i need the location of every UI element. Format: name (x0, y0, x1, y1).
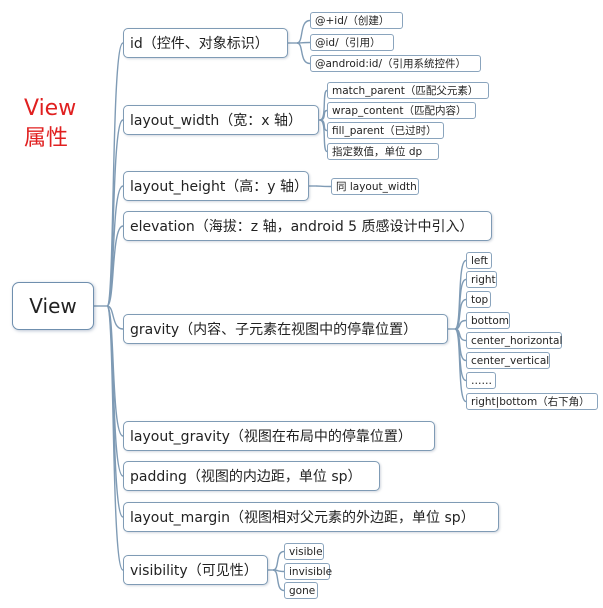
leaf-gravity-left-label: left (471, 254, 489, 267)
connector-leaf-id-android (296, 42, 311, 65)
connector-node-visibility (106, 305, 124, 571)
leaf-visibility-gone-label: gone (289, 584, 316, 597)
leaf-width-dp: 指定数值，单位 dp (327, 143, 439, 160)
leaf-gravity-right-label: right (471, 273, 496, 286)
connector-node-elevation (106, 225, 124, 307)
leaf-width-wrap-content-label: wrap_content（匹配内容） (332, 105, 467, 117)
node-layout-height-label: layout_height（高：y 轴） (130, 179, 309, 195)
leaf-gravity-top-label: top (471, 293, 489, 306)
node-layout-width: layout_width（宽：x 轴） (123, 105, 319, 135)
leaf-width-dp-label: 指定数值，单位 dp (332, 146, 423, 158)
connector-leaf-visibility-visible (272, 550, 285, 571)
leaf-width-fill-parent-label: fill_parent（已过时） (332, 125, 437, 137)
leaf-visibility-invisible-label: invisible (289, 565, 333, 578)
connector-leaf-id-create (296, 19, 311, 44)
connector-leaf-gravity-right-bottom (454, 328, 467, 403)
node-elevation-label: elevation（海拔：z 轴，android 5 质感设计中引入） (130, 219, 474, 235)
connector-leaf-visibility-gone (272, 569, 285, 592)
leaf-gravity-center-vertical-label: center_vertical (471, 354, 550, 367)
leaf-gravity-center-horizontal-label: center_horizontal (471, 334, 563, 347)
leaf-gravity-right-bottom: right|bottom（右下角） (466, 393, 598, 410)
leaf-visibility-invisible: invisible (284, 563, 333, 580)
leaf-visibility-gone: gone (284, 582, 318, 599)
leaf-id-create: @+id/（创建） (310, 12, 403, 29)
leaf-gravity-center-horizontal: center_horizontal (466, 332, 562, 349)
diagram-title: View 属性 (24, 94, 76, 154)
node-visibility: visibility（可见性） (123, 555, 268, 585)
connector-node-gravity (106, 305, 124, 330)
node-elevation: elevation（海拔：z 轴，android 5 质感设计中引入） (123, 211, 492, 241)
node-gravity-label: gravity（内容、子元素在视图中的停靠位置） (130, 322, 418, 338)
leaf-gravity-bottom-label: bottom (471, 314, 509, 327)
leaf-id-reference: @id/（引用） (310, 34, 394, 51)
leaf-height-same-label: 同 layout_width (336, 181, 417, 193)
node-gravity: gravity（内容、子元素在视图中的停靠位置） (123, 314, 448, 344)
leaf-height-same: 同 layout_width (331, 178, 419, 195)
leaf-gravity-center-vertical: center_vertical (466, 352, 550, 369)
leaf-gravity-ellipsis: …… (466, 372, 496, 389)
node-layout-margin-label: layout_margin（视图相对父元素的外边距，单位 sp） (130, 510, 475, 526)
node-layout-margin: layout_margin（视图相对父元素的外边距，单位 sp） (123, 502, 499, 532)
leaf-visibility-visible-label: visible (289, 545, 323, 558)
connector-leaf-height-same (315, 185, 332, 188)
node-id: id（控件、对象标识） (123, 28, 288, 58)
connector-leaf-width-dp (319, 119, 328, 153)
leaf-width-fill-parent: fill_parent（已过时） (327, 122, 444, 139)
node-id-label: id（控件、对象标识） (130, 36, 269, 52)
node-layout-height: layout_height（高：y 轴） (123, 171, 309, 201)
leaf-width-match-parent-label: match_parent（匹配父元素） (332, 85, 479, 97)
leaf-gravity-ellipsis-label: …… (471, 374, 492, 387)
leaf-visibility-visible: visible (284, 543, 324, 560)
leaf-gravity-right: right (466, 271, 497, 288)
leaf-id-android-label: @android:id/（引用系统控件） (315, 58, 467, 70)
leaf-width-match-parent: match_parent（匹配父元素） (327, 82, 489, 99)
leaf-id-reference-label: @id/（引用） (315, 37, 381, 49)
title-line-2: 属性 (24, 126, 69, 151)
root-node-label: View (29, 294, 77, 318)
leaf-id-android: @android:id/（引用系统控件） (310, 55, 481, 72)
node-visibility-label: visibility（可见性） (130, 563, 258, 579)
node-padding-label: padding（视图的内边距，单位 sp） (130, 469, 362, 485)
leaf-gravity-top: top (466, 291, 491, 308)
node-layout-gravity: layout_gravity（视图在布局中的停靠位置） (123, 421, 435, 451)
leaf-width-wrap-content: wrap_content（匹配内容） (327, 102, 476, 119)
leaf-gravity-right-bottom-label: right|bottom（右下角） (471, 396, 590, 408)
leaf-id-create-label: @+id/（创建） (315, 15, 390, 27)
node-layout-width-label: layout_width（宽：x 轴） (130, 113, 303, 129)
leaf-gravity-left: left (466, 252, 492, 269)
title-line-1: View (24, 96, 77, 121)
node-layout-gravity-label: layout_gravity（视图在布局中的停靠位置） (130, 429, 412, 445)
leaf-gravity-bottom: bottom (466, 312, 510, 329)
node-padding: padding（视图的内边距，单位 sp） (123, 461, 380, 491)
root-node-view: View (12, 282, 94, 330)
